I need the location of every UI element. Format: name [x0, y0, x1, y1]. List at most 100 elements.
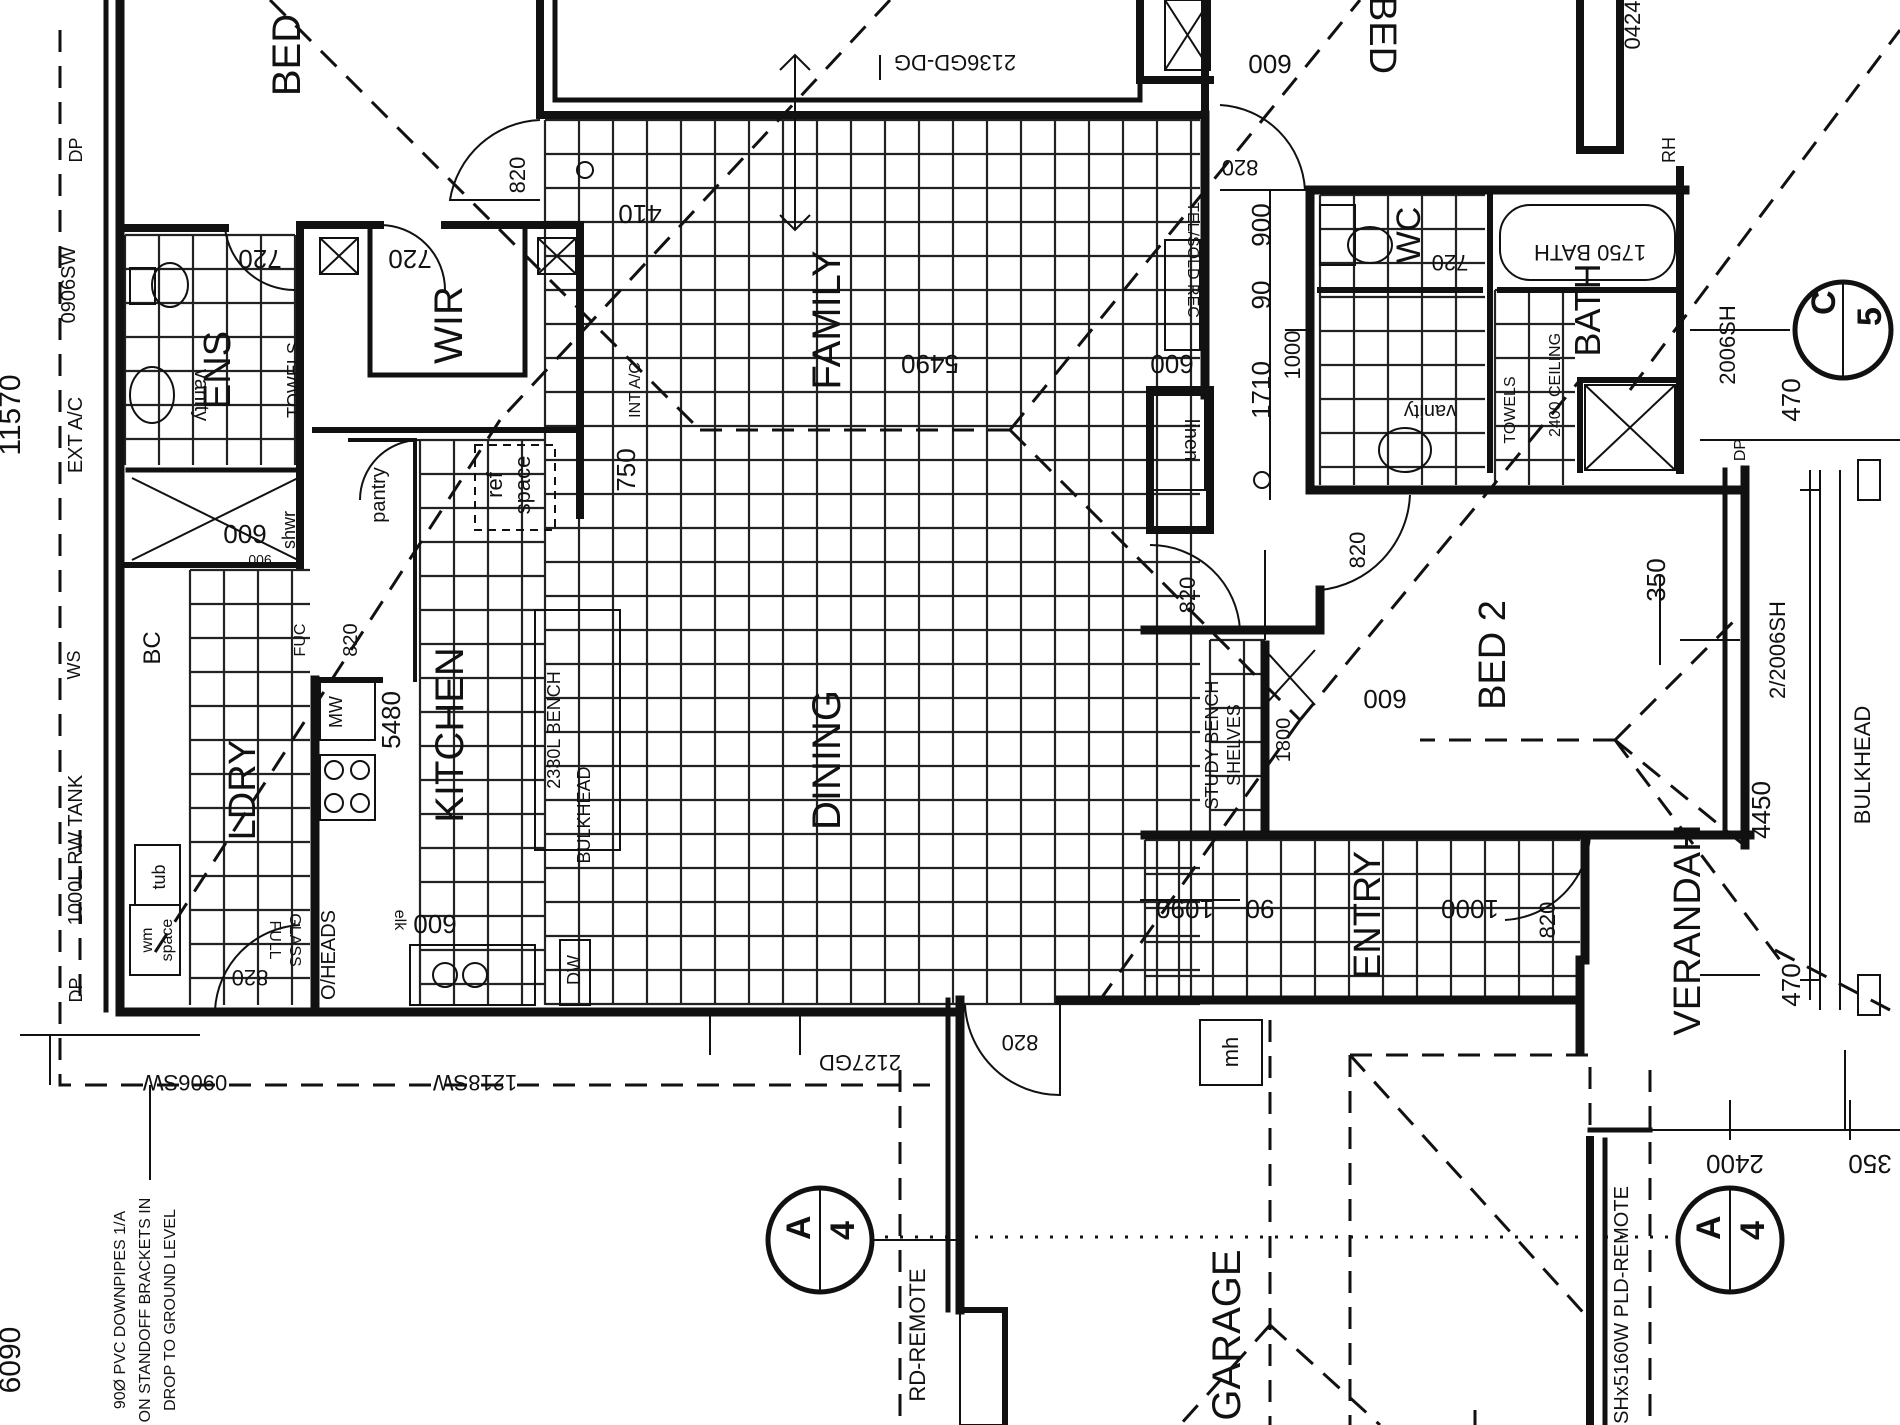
svg-text:tub: tub	[149, 864, 169, 889]
room-entry: ENTRY	[1347, 851, 1389, 979]
svg-text:0906SW: 0906SW	[143, 1070, 228, 1095]
svg-text:90: 90	[1246, 894, 1275, 924]
svg-text:O/HEADS: O/HEADS	[318, 910, 340, 1000]
room-dining: DINING	[805, 690, 849, 830]
section-marker-c5: C 5	[1690, 279, 1894, 381]
svg-text:820: 820	[340, 623, 362, 656]
walls	[103, 0, 1900, 1425]
svg-text:INT A/C: INT A/C	[627, 362, 644, 418]
dimension-lines	[20, 53, 1900, 1180]
svg-text:0906SW: 0906SW	[58, 247, 80, 324]
roof-lines	[58, 0, 1900, 1425]
svg-text:820: 820	[1002, 1030, 1039, 1055]
svg-text:600: 600	[1150, 349, 1193, 379]
svg-text:wm: wm	[139, 928, 156, 954]
svg-text:space: space	[159, 919, 176, 962]
room-ens: ENS	[197, 331, 239, 409]
svg-text:DW: DW	[564, 955, 584, 985]
svg-text:GLASS: GLASS	[286, 913, 303, 966]
svg-text:820: 820	[1345, 532, 1370, 569]
svg-text:750: 750	[611, 448, 641, 491]
svg-text:600: 600	[1248, 49, 1291, 79]
svg-text:5480: 5480	[376, 691, 406, 749]
room-garage: GARAGE	[1205, 1249, 1249, 1420]
svg-text:SHELVES: SHELVES	[1224, 704, 1244, 786]
svg-text:820: 820	[505, 157, 530, 194]
svg-text:1000: 1000	[1280, 331, 1305, 380]
svg-text:BC: BC	[139, 631, 166, 664]
svg-text:470: 470	[1776, 963, 1806, 1006]
room-kitchen: KITCHEN	[428, 647, 472, 823]
svg-text:2400 CEILING: 2400 CEILING	[1547, 333, 1564, 437]
svg-text:1000: 1000	[1441, 894, 1499, 924]
svg-text:BULKHEAD: BULKHEAD	[1850, 706, 1875, 825]
room-labels: BED BED ENS WIR FAMILY KITCHEN DINING LD…	[197, 0, 1709, 1421]
svg-text:90: 90	[1246, 281, 1276, 310]
svg-text:TOWELS: TOWELS	[1502, 376, 1519, 443]
svg-text:pantry: pantry	[368, 467, 390, 523]
svg-text:600: 600	[1363, 684, 1406, 714]
room-bed-top: BED	[265, 14, 309, 96]
svg-text:1000L RW TANK: 1000L RW TANK	[65, 774, 87, 925]
svg-text:2136GD-DG: 2136GD-DG	[894, 50, 1016, 75]
room-bed2: BED 2	[1472, 600, 1514, 710]
svg-text:820: 820	[1175, 577, 1200, 614]
svg-text:vanity: vanity	[1404, 400, 1456, 422]
svg-text:410: 410	[618, 199, 661, 229]
svg-text:720: 720	[238, 244, 281, 274]
svg-text:linen: linen	[1180, 419, 1202, 461]
svg-text:900: 900	[248, 552, 272, 568]
fixture-labels: vanity TOWELS shwr pantry ref space line…	[64, 137, 1875, 1067]
svg-text:SHx5160W PLD-REMOTE: SHx5160W PLD-REMOTE	[1611, 1186, 1633, 1424]
svg-text:BULKHEAD: BULKHEAD	[574, 766, 594, 863]
svg-text:350: 350	[1848, 1149, 1891, 1179]
svg-text:ref: ref	[482, 471, 507, 498]
svg-text:RD-REMOTE: RD-REMOTE	[905, 1268, 930, 1401]
svg-text:1750 BATH: 1750 BATH	[1534, 240, 1646, 265]
svg-text:6090: 6090	[0, 1327, 27, 1394]
section-marker-a4-right: A 4	[1675, 1185, 1785, 1295]
svg-text:MW: MW	[326, 696, 346, 728]
section-marker-a4-left: A 4	[765, 1185, 960, 1295]
svg-text:DP: DP	[66, 977, 86, 1002]
svg-text:820: 820	[1535, 902, 1560, 939]
room-bath: BATH	[1567, 263, 1608, 356]
svg-text:470: 470	[1776, 378, 1806, 421]
svg-text:EXT A/C: EXT A/C	[65, 397, 87, 473]
svg-text:DP: DP	[66, 137, 86, 162]
svg-text:space: space	[510, 456, 535, 515]
svg-text:2400: 2400	[1706, 1149, 1764, 1179]
svg-text:820: 820	[1222, 155, 1259, 180]
door-swings	[214, 104, 1591, 1097]
svg-text:elk: elk	[391, 910, 408, 931]
section-c-label: C	[1805, 290, 1843, 315]
svg-text:STUDY BENCH: STUDY BENCH	[1202, 681, 1222, 810]
downpipe-note: 90Ø PVC DOWNPIPES 1/A ON STANDOFF BRACKE…	[112, 1198, 179, 1423]
svg-text:mh: mh	[1218, 1037, 1243, 1068]
tile-grid	[123, 118, 1580, 1006]
svg-text:720: 720	[388, 244, 431, 274]
svg-text:TOWELS: TOWELS	[284, 342, 304, 418]
svg-text:A: A	[1690, 1215, 1728, 1240]
svg-text:0424: 0424	[1620, 1, 1645, 50]
svg-text:vanity: vanity	[190, 369, 212, 421]
svg-text:DROP TO GROUND LEVEL: DROP TO GROUND LEVEL	[162, 1209, 179, 1411]
svg-text:2330L BENCH: 2330L BENCH	[544, 671, 564, 788]
svg-text:4: 4	[1734, 1221, 1772, 1240]
room-wc: WC	[1390, 207, 1428, 264]
room-family: FAMILY	[805, 250, 849, 389]
svg-text:ON STANDOFF BRACKETS IN: ON STANDOFF BRACKETS IN	[137, 1198, 154, 1423]
room-wir: WIR	[427, 286, 471, 364]
svg-text:1800: 1800	[1273, 718, 1295, 763]
svg-text:350: 350	[1641, 558, 1671, 601]
room-ldry: LDRY	[222, 740, 264, 841]
svg-text:FUC: FUC	[292, 624, 309, 657]
svg-text:4: 4	[824, 1221, 862, 1240]
svg-text:A: A	[780, 1215, 818, 1240]
svg-text:DP: DP	[1732, 439, 1749, 461]
fixtures	[129, 0, 1676, 1425]
svg-text:720: 720	[1432, 250, 1469, 275]
svg-text:1090: 1090	[1156, 894, 1214, 924]
svg-text:FULL: FULL	[266, 920, 283, 959]
